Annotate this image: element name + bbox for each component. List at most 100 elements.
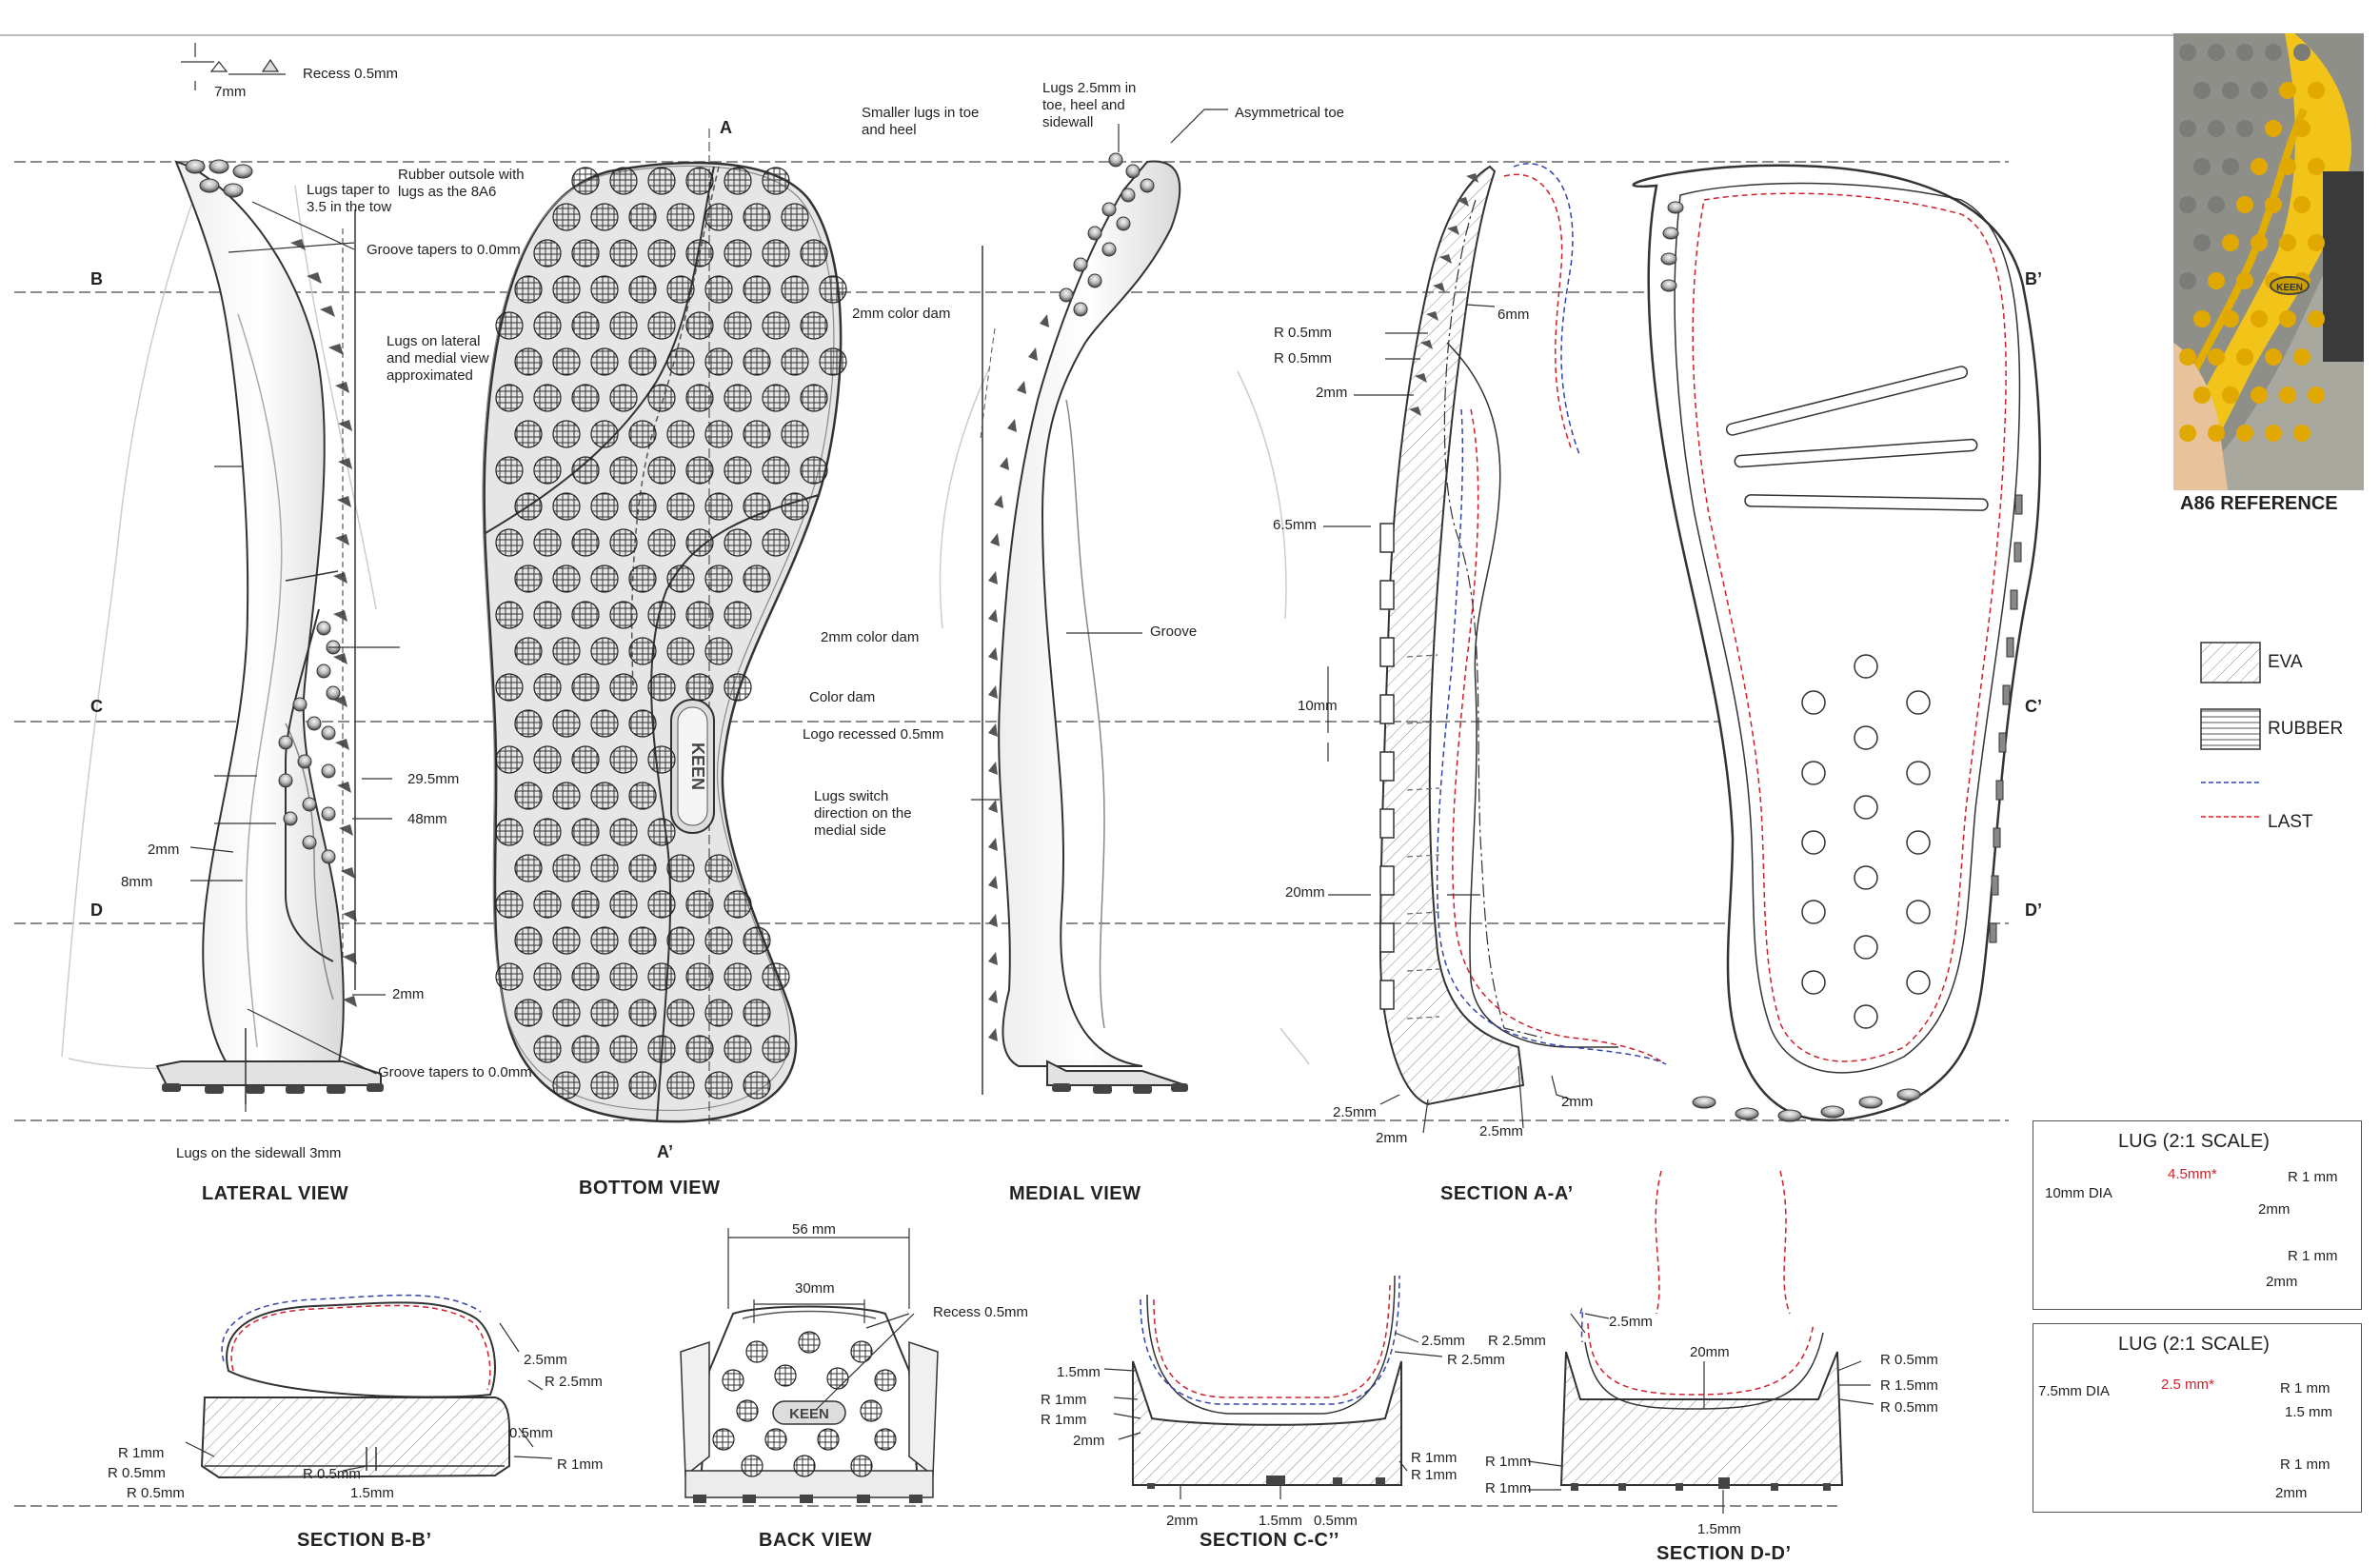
note-color-dam: Color dam [809, 689, 876, 705]
outsole-lug [762, 456, 790, 485]
note-lugs-2-5mm: Lugs 2.5mm in toe, heel and sidewall [1042, 80, 1137, 130]
dim-2mm-heel: 2mm [392, 986, 425, 1002]
cc-r1-b: R 1mm [1041, 1412, 1087, 1428]
outsole-lug [495, 601, 524, 629]
outsole-lug [666, 203, 695, 231]
outsole-lug [495, 528, 524, 557]
note-groove-taper-top: Groove tapers to 0.0mm [367, 242, 521, 258]
outsole-lug [724, 890, 752, 919]
dd-r1-b: R 1mm [1485, 1480, 1532, 1496]
reference-lug [2236, 425, 2253, 442]
outsole-lug [762, 167, 790, 195]
outsole-lug [533, 311, 562, 340]
dim-20mm: 20mm [1285, 884, 1325, 901]
note-smaller-lugs: Smaller lugs in toe and heel [862, 105, 980, 138]
outsole-lug [704, 854, 733, 882]
dim-8mm: 8mm [121, 874, 153, 890]
outsole-lug [628, 854, 657, 882]
outsole-lug [647, 167, 676, 195]
outsole-lug [800, 384, 828, 412]
outsole-lug [533, 384, 562, 412]
outsole-lug [571, 239, 600, 267]
reference-lug [2193, 234, 2211, 251]
outsole-lug [800, 239, 828, 267]
outsole-lug [704, 637, 733, 665]
outsole-lug [533, 239, 562, 267]
reference-lug [2236, 44, 2253, 61]
outsole-lug [514, 492, 543, 521]
outsole-lug [685, 384, 714, 412]
reference-lug [2236, 120, 2253, 137]
marker-c-prime: C’ [2025, 697, 2042, 716]
lateral-view-drawing [61, 43, 400, 1112]
outsole-lug [514, 347, 543, 376]
outsole-lug [552, 782, 581, 810]
cc-b-0-5mm: 0.5mm [1314, 1513, 1358, 1529]
note-groove-taper-bottom: Groove tapers to 0.0mm [378, 1064, 532, 1080]
outsole-lug [666, 926, 695, 955]
bb-1-5mm: 1.5mm [350, 1485, 394, 1501]
reference-lug [2193, 310, 2211, 327]
outsole-lug [552, 565, 581, 593]
outsole-lug [609, 745, 638, 774]
reference-lug [2208, 348, 2225, 366]
lug2-r1-a: R 1 mm [2280, 1380, 2330, 1397]
outsole-lug [571, 962, 600, 991]
outsole-lug [743, 203, 771, 231]
outsole-lug [514, 275, 543, 304]
reference-lug [2251, 158, 2268, 175]
reference-lug [2293, 425, 2311, 442]
outsole-lug [533, 962, 562, 991]
outsole-lug [628, 492, 657, 521]
outsole-lug [628, 347, 657, 376]
outsole-lug [685, 167, 714, 195]
marker-d: D [90, 901, 103, 920]
reference-lug [2193, 386, 2211, 404]
bb-r05-mid: R 0.5mm [303, 1466, 361, 1482]
reference-photo: KEEN [2173, 33, 2364, 490]
cc-r2-5mm: R 2.5mm [1447, 1352, 1505, 1368]
reference-lug [2308, 310, 2325, 327]
outsole-lug [552, 1071, 581, 1099]
outsole-lug [571, 601, 600, 629]
outsole-lug [609, 962, 638, 991]
reference-lug [2308, 82, 2325, 99]
outsole-lug [571, 456, 600, 485]
dim-2mm-aa-b: 2mm [1376, 1130, 1408, 1146]
marker-b-prime: B’ [2025, 269, 2042, 288]
outsole-lug [647, 818, 676, 846]
outsole-lug [647, 528, 676, 557]
sole-top-view-drawing [1632, 164, 2041, 1122]
outsole-lug [800, 456, 828, 485]
lug-box-1 [2033, 1120, 2362, 1310]
outsole-lug [762, 384, 790, 412]
reference-lug [2279, 386, 2296, 404]
lug-box-2 [2033, 1323, 2362, 1513]
dim-2mm-aa: 2mm [1316, 385, 1348, 401]
outsole-lug [762, 528, 790, 557]
outsole-lug [590, 420, 619, 448]
outsole-lug [724, 239, 752, 267]
title-lateral-view: LATERAL VIEW [202, 1183, 349, 1204]
reference-lug [2265, 120, 2282, 137]
outsole-lug [647, 1035, 676, 1063]
outsole-lug [724, 384, 752, 412]
outsole-lug [666, 565, 695, 593]
outsole-lug [590, 565, 619, 593]
marker-c: C [90, 697, 103, 716]
cc-r1-a: R 1mm [1041, 1392, 1087, 1408]
outsole-lug [609, 528, 638, 557]
reference-lug [2251, 82, 2268, 99]
outsole-lug [590, 492, 619, 521]
outsole-lug [666, 347, 695, 376]
back-30mm: 30mm [795, 1280, 835, 1297]
outsole-lug [552, 854, 581, 882]
marker-a-prime: A’ [657, 1142, 674, 1161]
lug-box-1-title: LUG (2:1 SCALE) [2118, 1131, 2270, 1152]
outsole-lug [724, 167, 752, 195]
title-section-aa: SECTION A-A’ [1440, 1183, 1574, 1204]
outsole-lug [514, 926, 543, 955]
outsole-lug [628, 565, 657, 593]
note-lugs-taper: Lugs taper to 3.5 in the tow [307, 182, 392, 215]
